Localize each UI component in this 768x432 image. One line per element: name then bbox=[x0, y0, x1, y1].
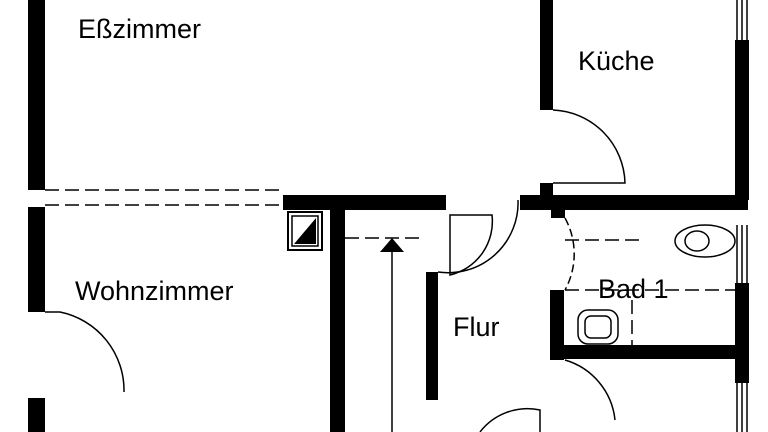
room-label-flur: Flur bbox=[453, 312, 500, 342]
wall-left-lower bbox=[28, 398, 45, 432]
wall-kueche-bottom bbox=[520, 195, 748, 210]
wall-stair-left bbox=[330, 205, 345, 432]
door-stair bbox=[449, 214, 494, 276]
wall-bad-left bbox=[550, 290, 564, 360]
wall-stair-top bbox=[283, 195, 446, 210]
toilet-icon bbox=[674, 224, 736, 258]
door-bad bbox=[564, 217, 575, 291]
stair-arrow-icon bbox=[380, 238, 404, 432]
sink-icon bbox=[577, 309, 619, 345]
wall-right-middle bbox=[735, 283, 749, 383]
bad-fixtures bbox=[577, 224, 736, 345]
wall-esszimmer-kueche bbox=[540, 0, 553, 110]
room-label-bad: Bad 1 bbox=[598, 274, 669, 304]
door-wohnzimmer bbox=[45, 311, 125, 393]
door-lower bbox=[564, 359, 616, 421]
wall-stub bbox=[551, 208, 565, 218]
room-label-wohnzimmer: Wohnzimmer bbox=[75, 276, 234, 306]
room-label-kueche: Küche bbox=[578, 46, 655, 76]
wall-right-upper bbox=[735, 40, 749, 200]
door-kueche bbox=[552, 109, 626, 184]
wall-stair-right bbox=[426, 272, 438, 400]
door-entrance bbox=[479, 407, 541, 432]
room-label-esszimmer: Eßzimmer bbox=[78, 14, 201, 44]
door-flur bbox=[437, 199, 519, 274]
wall-left-middle bbox=[28, 207, 45, 312]
chimney-icon bbox=[287, 211, 323, 251]
wall-left-upper bbox=[28, 0, 45, 190]
doors bbox=[45, 109, 626, 432]
windows bbox=[736, 0, 748, 432]
wall-bad-bottom bbox=[550, 345, 748, 359]
dashed-lines bbox=[45, 189, 735, 345]
walls bbox=[28, 0, 749, 432]
